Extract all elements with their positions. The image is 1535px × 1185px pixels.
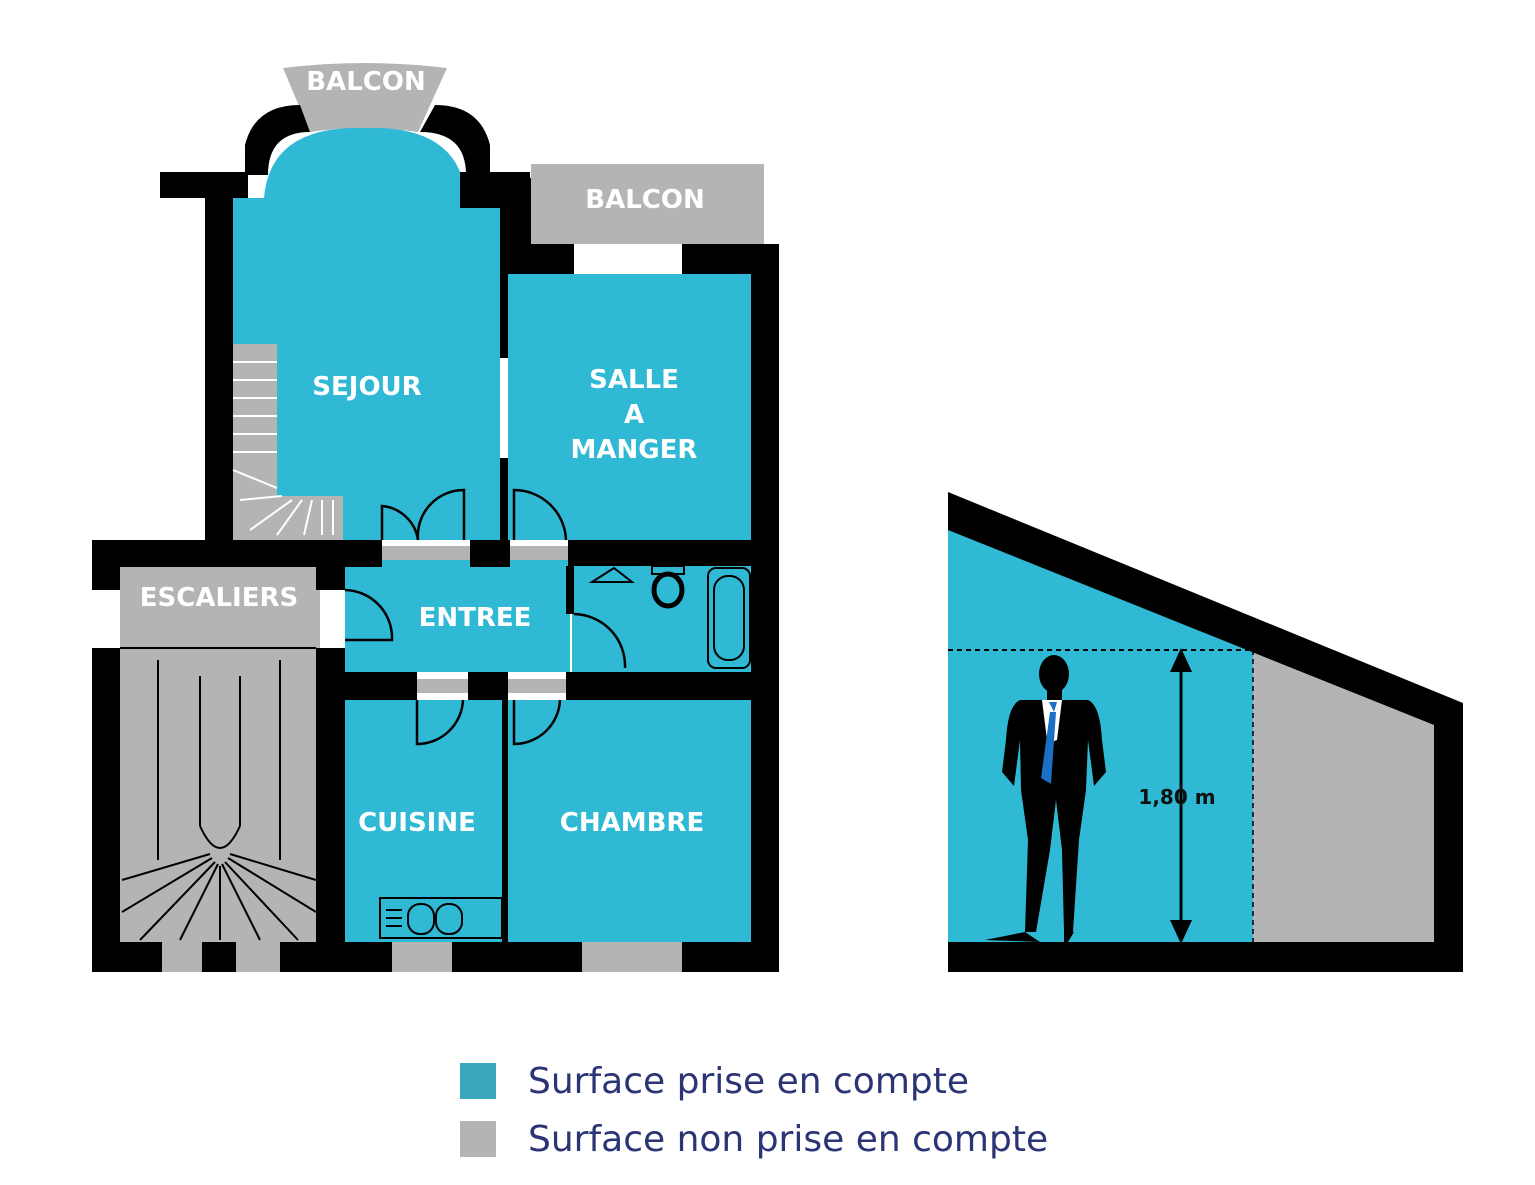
escaliers-stair-drawing bbox=[120, 647, 317, 941]
walls bbox=[92, 105, 779, 972]
kitchen-sink-icon bbox=[379, 897, 503, 939]
floor-plan: BALCON BALCON SEJOUR SALLE A MANGER ESCA… bbox=[92, 63, 779, 972]
section-floor bbox=[948, 942, 1463, 972]
section-not-counted-area bbox=[1253, 640, 1434, 942]
height-arrow bbox=[1170, 648, 1192, 944]
balcon-right-label: BALCON bbox=[585, 185, 704, 215]
salle-label-line1: SALLE bbox=[589, 365, 679, 395]
counted-swatch bbox=[460, 1063, 496, 1099]
legend-row-not-counted: Surface non prise en compte bbox=[460, 1116, 1048, 1162]
legend-counted-label: Surface prise en compte bbox=[528, 1060, 969, 1102]
legend-row-counted: Surface prise en compte bbox=[460, 1058, 1048, 1104]
section-roof-wall bbox=[948, 492, 1463, 972]
sejour-label: SEJOUR bbox=[312, 372, 421, 402]
balcon-top-label: BALCON bbox=[306, 67, 425, 97]
bathroom-fixtures bbox=[588, 565, 751, 669]
door-openings bbox=[162, 546, 682, 972]
cuisine-label: CUISINE bbox=[358, 808, 476, 838]
sejour-area bbox=[233, 127, 500, 540]
not-counted-swatch bbox=[460, 1121, 496, 1157]
bathroom-area bbox=[572, 566, 751, 672]
salle-label-line2: A bbox=[624, 400, 644, 430]
standing-man-silhouette-icon bbox=[985, 655, 1106, 942]
chambre-label: CHAMBRE bbox=[560, 808, 704, 838]
balcon-right-area bbox=[531, 164, 764, 244]
bathtub-icon bbox=[707, 567, 751, 669]
escaliers-label: ESCALIERS bbox=[140, 583, 298, 613]
salle-a-manger-area bbox=[508, 274, 751, 540]
entree-label: ENTREE bbox=[419, 603, 532, 633]
section-view: 1,80 m bbox=[948, 492, 1463, 972]
height-label: 1,80 m bbox=[1138, 785, 1215, 809]
chambre-area bbox=[508, 700, 751, 942]
door-swings bbox=[344, 488, 627, 746]
legend: Surface prise en compte Surface non pris… bbox=[460, 1058, 1048, 1174]
sejour-staircase bbox=[232, 361, 334, 536]
cuisine-area bbox=[345, 700, 502, 942]
entree-area bbox=[345, 559, 570, 672]
legend-not-counted-label: Surface non prise en compte bbox=[528, 1118, 1049, 1160]
salle-label-line3: MANGER bbox=[571, 435, 698, 465]
sink-icon bbox=[588, 566, 635, 583]
balcon-top-area bbox=[283, 63, 447, 132]
